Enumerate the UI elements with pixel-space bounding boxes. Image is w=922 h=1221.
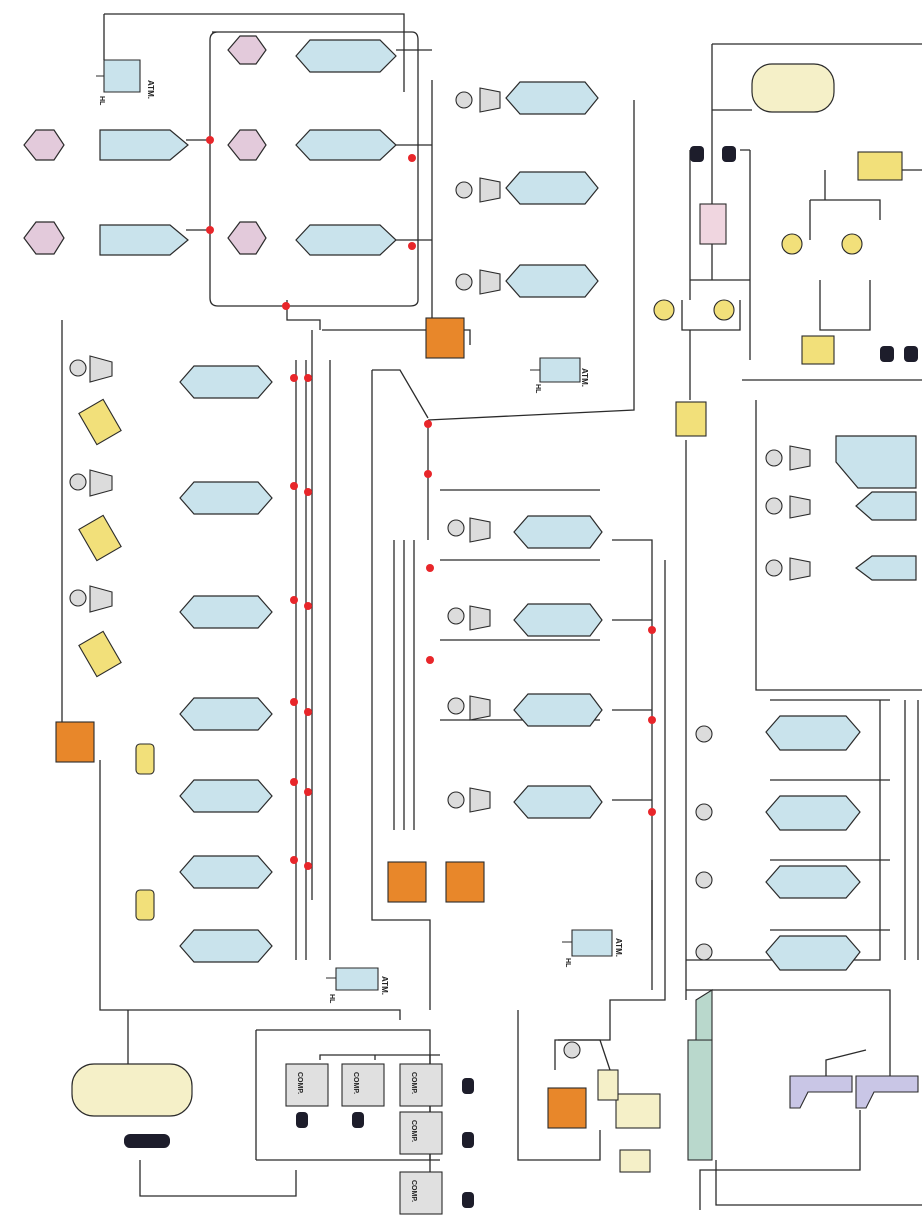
comp-label: COMP. bbox=[410, 1180, 417, 1202]
rotary-valve-icons bbox=[69, 87, 811, 1059]
hl-label: HL bbox=[98, 96, 105, 106]
atm-label: ATM. bbox=[580, 368, 589, 387]
atm-label: ATM. bbox=[380, 976, 389, 995]
comp-label: COMP. bbox=[410, 1072, 417, 1094]
atm-label: ATM. bbox=[146, 80, 155, 99]
hl-label: HL bbox=[534, 384, 541, 394]
silo-bank-upper-middle bbox=[505, 81, 599, 298]
silo-bank-right bbox=[765, 435, 917, 971]
bag-stations bbox=[23, 35, 267, 255]
receiver-tanks bbox=[71, 63, 835, 1117]
compressor-units bbox=[285, 1063, 443, 1215]
silo-bank-center bbox=[513, 515, 603, 819]
comp-label: COMP. bbox=[410, 1120, 417, 1142]
atm-label: ATM. bbox=[614, 938, 623, 957]
diagram-labels: ATM. ATM. ATM. ATM. HL HL HL HL COMP. CO… bbox=[98, 80, 623, 1202]
extruder-unit bbox=[597, 989, 713, 1173]
compressor-receivers bbox=[124, 146, 918, 1208]
pipework bbox=[61, 13, 922, 1210]
hl-label: HL bbox=[564, 958, 571, 968]
filter-units bbox=[78, 151, 903, 921]
comp-label: COMP. bbox=[296, 1072, 303, 1094]
control-panel-icons bbox=[55, 317, 587, 1129]
silo-bank-left bbox=[179, 365, 273, 963]
valve-markers bbox=[206, 136, 890, 1084]
comp-label: COMP. bbox=[352, 1072, 359, 1094]
heat-exchanger bbox=[699, 203, 727, 245]
hoppers bbox=[789, 1075, 919, 1109]
dust-collector-icons bbox=[96, 59, 613, 991]
hl-label: HL bbox=[328, 994, 335, 1004]
silo-bank-top-left bbox=[99, 39, 397, 256]
